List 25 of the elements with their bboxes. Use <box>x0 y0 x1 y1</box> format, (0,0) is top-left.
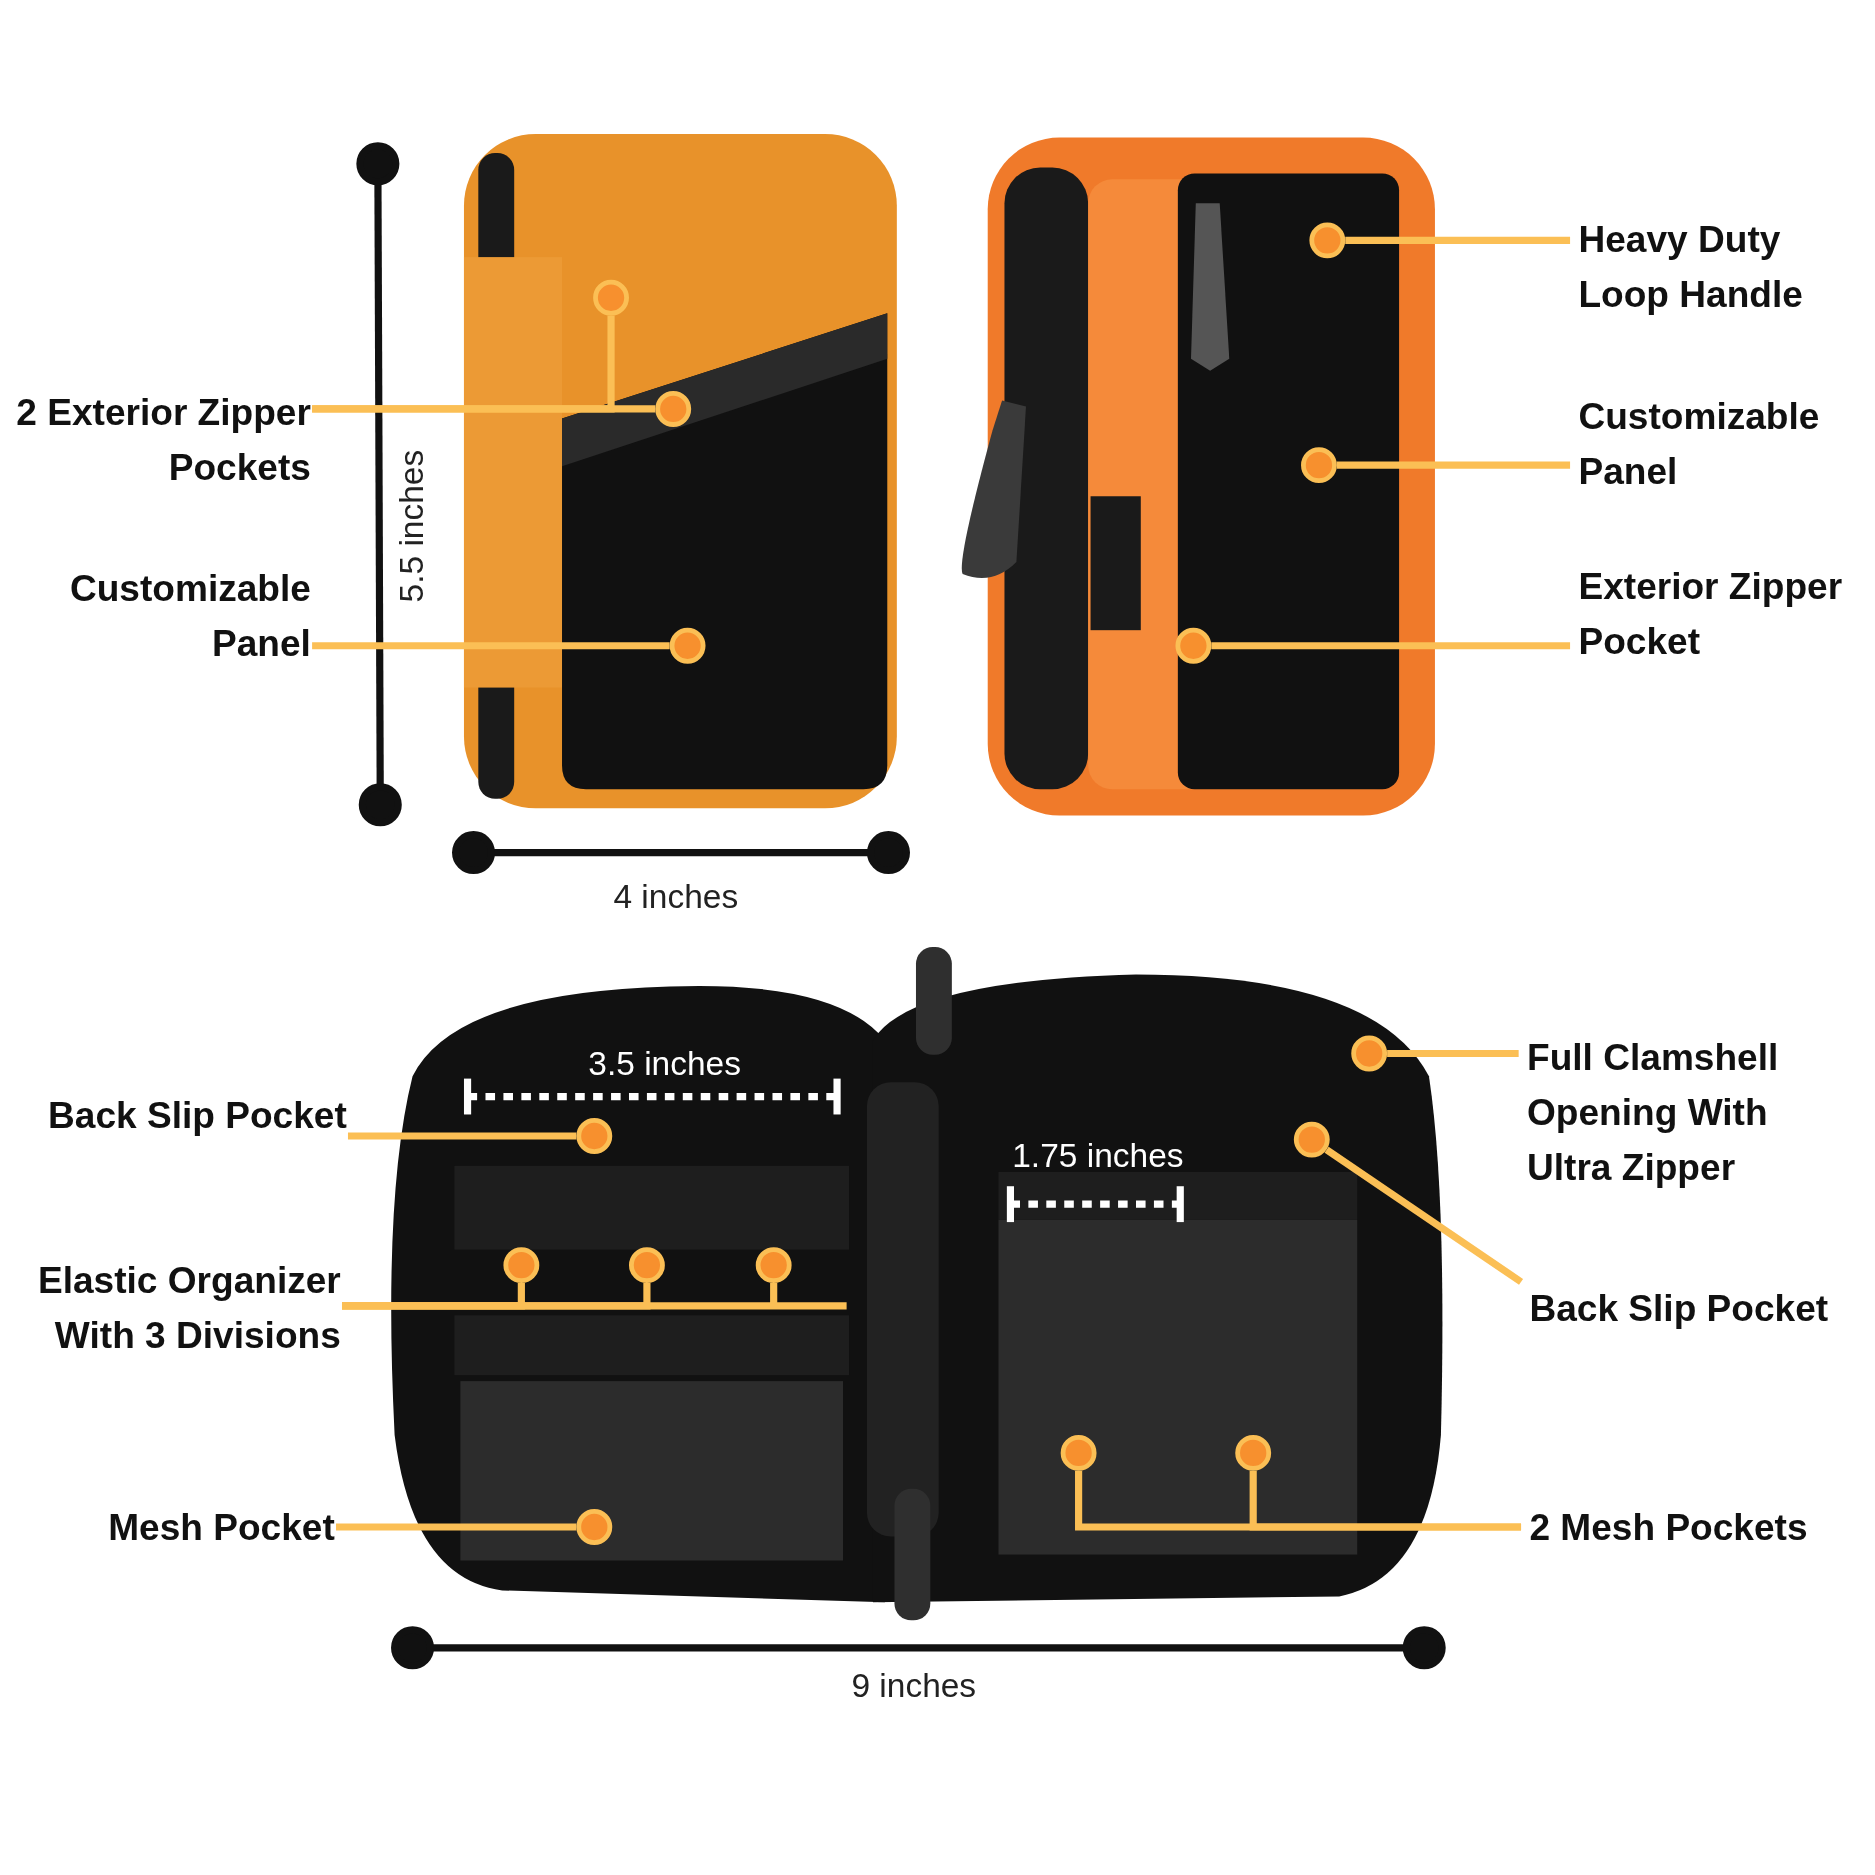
dimension-label: 5.5 inches <box>393 449 432 603</box>
leader-line <box>1345 236 1571 244</box>
callout-label: 2 Exterior Zipper Pockets <box>11 385 311 496</box>
callout-label: Back Slip Pocket <box>1529 1281 1865 1337</box>
leader-line <box>1336 461 1571 469</box>
callout-label: Customizable Panel <box>1578 389 1872 500</box>
leader-line <box>336 1523 577 1531</box>
dimension-label: 9 inches <box>851 1666 977 1706</box>
leader-line <box>1211 642 1571 650</box>
callout-label: Back Slip Pocket <box>0 1088 347 1144</box>
callout-label: 2 Mesh Pockets <box>1529 1500 1865 1556</box>
dimension-label: 3.5 inches <box>588 1045 741 1084</box>
leader-line <box>1324 1146 1524 1285</box>
leader-line <box>312 405 656 413</box>
dimension-label: 1.75 inches <box>1012 1137 1184 1176</box>
callout-label: Elastic Organizer With 3 Divisions <box>0 1253 341 1364</box>
dimension-label: 4 inches <box>613 877 739 916</box>
callout-label: Mesh Pocket <box>0 1500 335 1556</box>
callout-label: Customizable Panel <box>11 562 311 673</box>
callout-label: Exterior Zipper Pocket <box>1578 559 1872 670</box>
callout-label: Heavy Duty Loop Handle <box>1578 212 1872 323</box>
leader-line <box>347 1132 577 1140</box>
callout-label: Full Clamshell Opening With Ultra Zipper <box>1527 1030 1856 1196</box>
leader-line <box>1249 1470 1522 1531</box>
leader-line <box>312 642 670 650</box>
